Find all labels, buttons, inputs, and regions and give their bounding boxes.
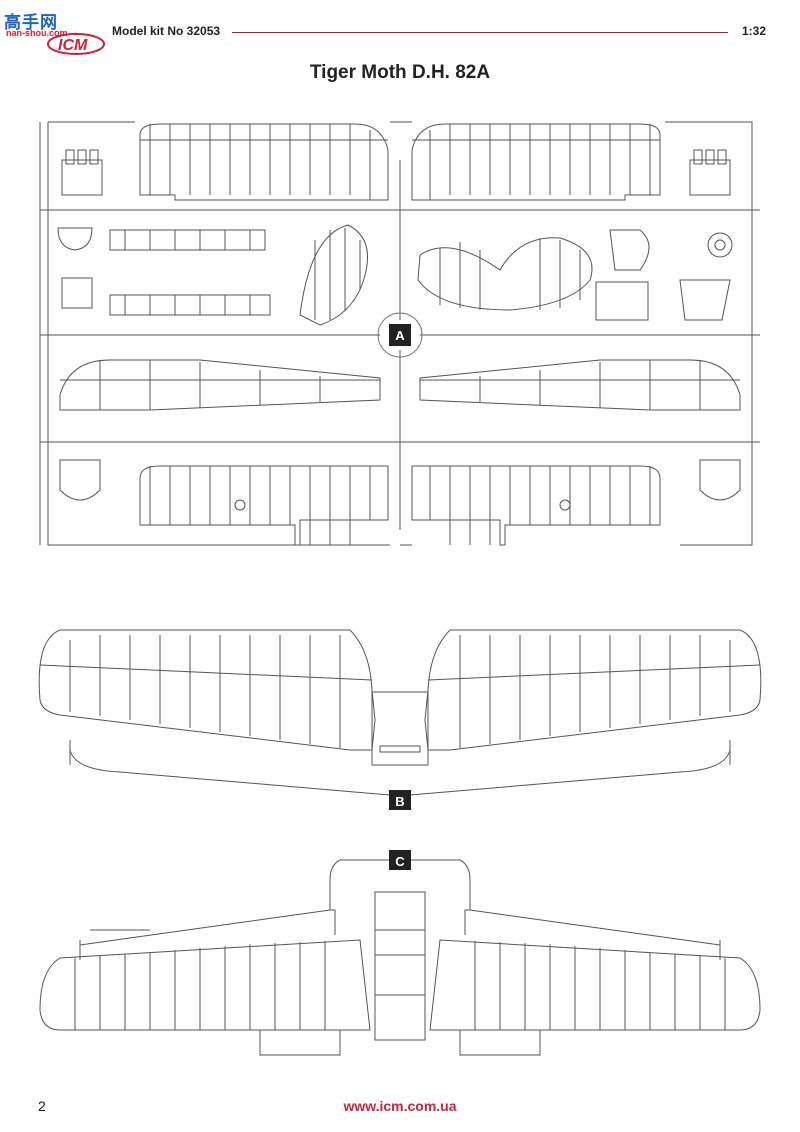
scale-label: 1:32 <box>741 24 766 38</box>
page-header: 高手网 nan-shou.com ICM Model kit No 32053 … <box>0 0 800 60</box>
sprue-b-label: B <box>395 794 404 809</box>
sprue-a-label-box <box>389 324 411 346</box>
page-number: 2 <box>38 1098 46 1114</box>
upper-wing-left <box>139 123 389 201</box>
page-title: Tiger Moth D.H. 82A <box>309 62 491 83</box>
sprue-b-diagram: B <box>38 629 762 810</box>
header-rule <box>232 32 728 33</box>
lower-wing-left <box>139 465 389 546</box>
icm-logo: ICM <box>47 33 105 55</box>
sprue-c-label: C <box>395 854 405 869</box>
sprue-c-diagram: C <box>39 850 761 1056</box>
sprue-a-diagram: A <box>39 121 760 546</box>
sprue-b-label-box <box>389 790 411 810</box>
logo-text: ICM <box>58 37 88 54</box>
watermark-url: nan-shou.com <box>6 28 68 38</box>
sprue-c-label-box <box>389 850 411 870</box>
kit-number: Model kit No 32053 <box>112 24 221 38</box>
sprue-a-label: A <box>395 328 405 343</box>
watermark-text: 高手网 <box>4 13 58 33</box>
lower-wing-right <box>411 465 661 546</box>
upper-wing-right <box>411 123 661 201</box>
website-link[interactable]: www.icm.com.ua <box>343 1098 457 1114</box>
